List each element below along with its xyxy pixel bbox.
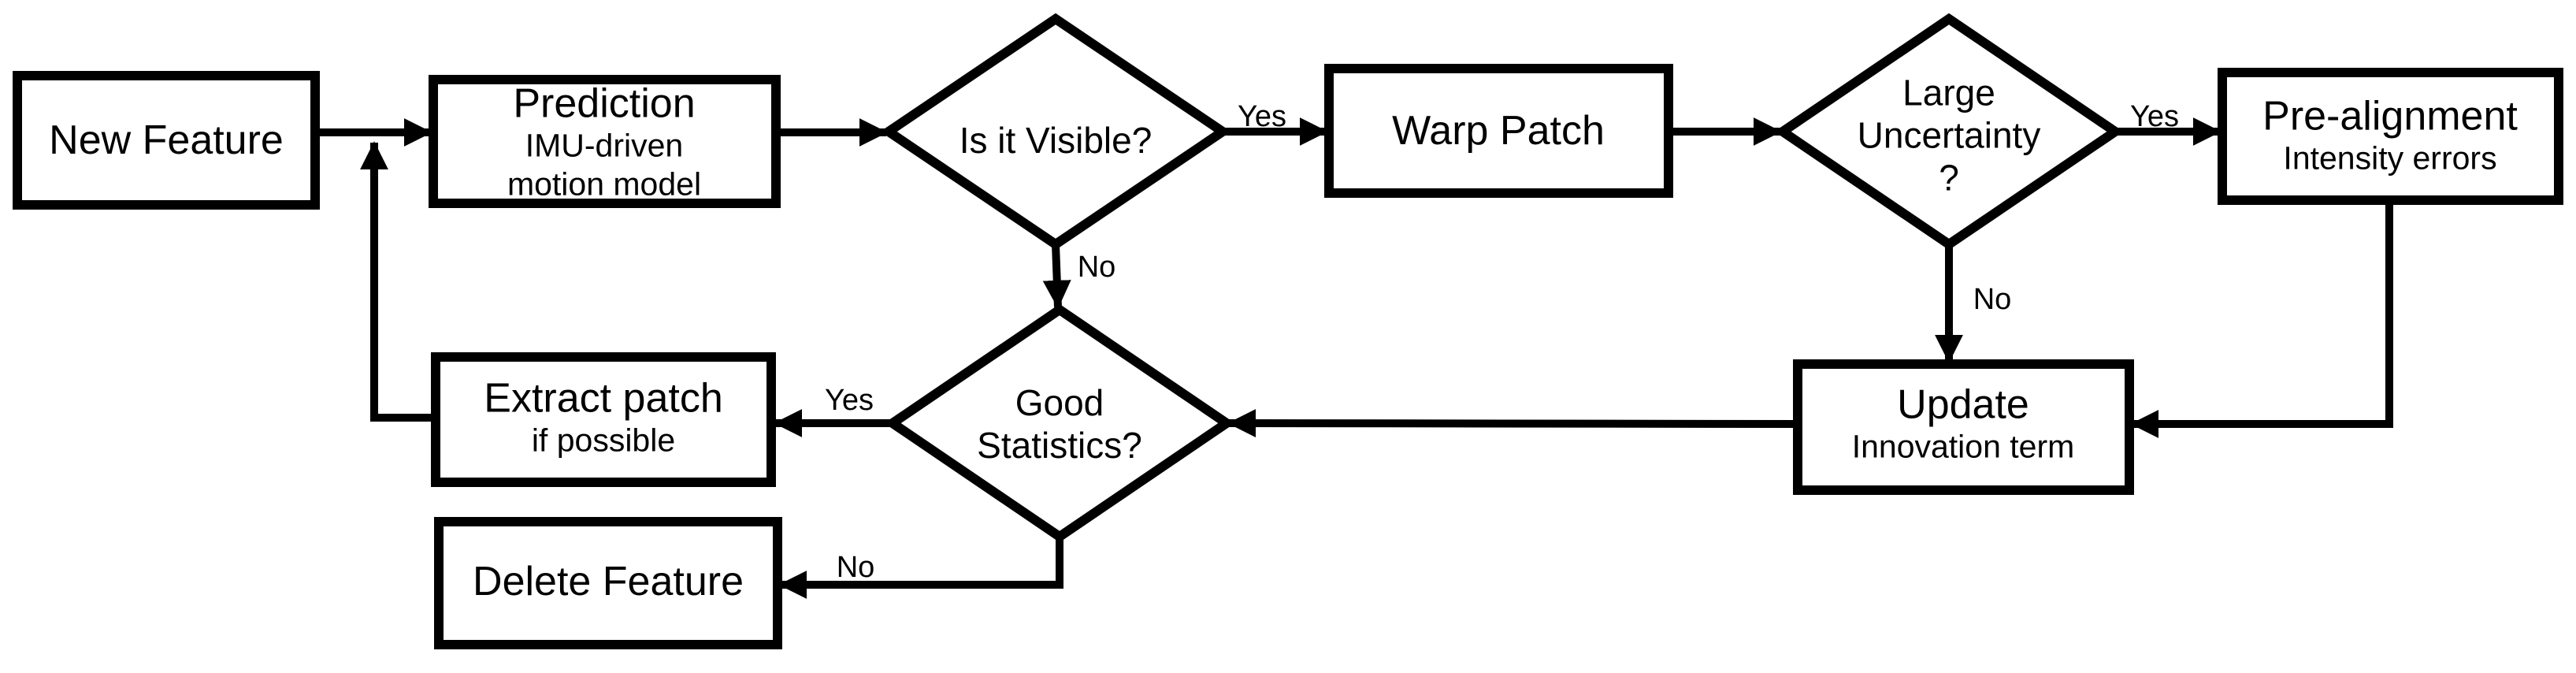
large-uncertainty-label: Large Uncertainty ? [1858,72,2041,199]
arrow-goodstatistics-no-to-deletefeature [778,537,1063,599]
pre-alignment-title: Pre-alignment [2262,93,2518,139]
edge-label-uncertainty-no: No [1973,283,2012,316]
pre-alignment-subtitle: Intensity errors [2283,139,2497,177]
update-title: Update [1897,381,2029,428]
good-statistics-diamond [884,303,1235,543]
update-label: Update Innovation term [1852,382,2075,467]
prediction-box [429,75,781,208]
large-uncertainty-line1: Large [1902,72,1995,113]
warp-patch-label: Warp Patch [1392,108,1605,154]
prediction-title: Prediction [513,80,696,127]
delete-feature-title: Delete Feature [473,558,744,604]
arrow-update-to-goodstatistics [1227,409,1798,438]
arrow-prealignment-to-update [2130,200,2393,438]
warp-patch-box [1324,64,1673,198]
extract-patch-title: Extract patch [484,375,723,422]
edge-label-statistics-no: No [836,551,875,584]
edge-label-visible-yes: Yes [1238,100,1286,133]
edge-label-statistics-yes: Yes [825,384,874,417]
is-visible-diamond [880,13,1231,251]
new-feature-title: New Feature [49,117,284,163]
edge-label-visible-no: No [1077,251,1116,284]
edge-label-uncertainty-yes: Yes [2130,100,2179,133]
is-visible-label: Is it Visible? [960,120,1153,162]
extract-patch-subtitle: if possible [531,422,676,459]
large-uncertainty-diamond [1774,13,2124,251]
good-statistics-line1: Good [1015,382,1104,424]
update-box [1793,359,2134,495]
good-statistics-line2: Statistics? [977,425,1142,466]
pre-alignment-box [2218,68,2563,205]
arrow-isvisible-no-to-goodstatistics [1042,244,1071,309]
extract-patch-box [431,352,776,487]
delete-feature-label: Delete Feature [473,559,744,604]
large-uncertainty-line3: ? [1939,156,1959,198]
is-visible-question: Is it Visible? [959,120,1153,162]
new-feature-box [13,71,320,210]
large-uncertainty-line2: Uncertainty [1857,114,2041,156]
new-feature-label: New Feature [49,117,284,163]
prediction-subtitle-line2: motion model [507,165,702,203]
arrow-extractpatch-feedback-to-prediction-line [360,141,436,422]
good-statistics-label: Good Statistics? [977,382,1142,467]
pre-alignment-label: Pre-alignment Intensity errors [2262,94,2518,178]
update-subtitle: Innovation term [1851,428,2075,465]
extract-patch-label: Extract patch if possible [484,376,722,460]
warp-patch-title: Warp Patch [1392,107,1605,154]
delete-feature-box [434,517,782,649]
prediction-subtitle-line1: IMU-driven [525,127,684,164]
prediction-label: Prediction IMU-driven motion model [507,81,701,203]
